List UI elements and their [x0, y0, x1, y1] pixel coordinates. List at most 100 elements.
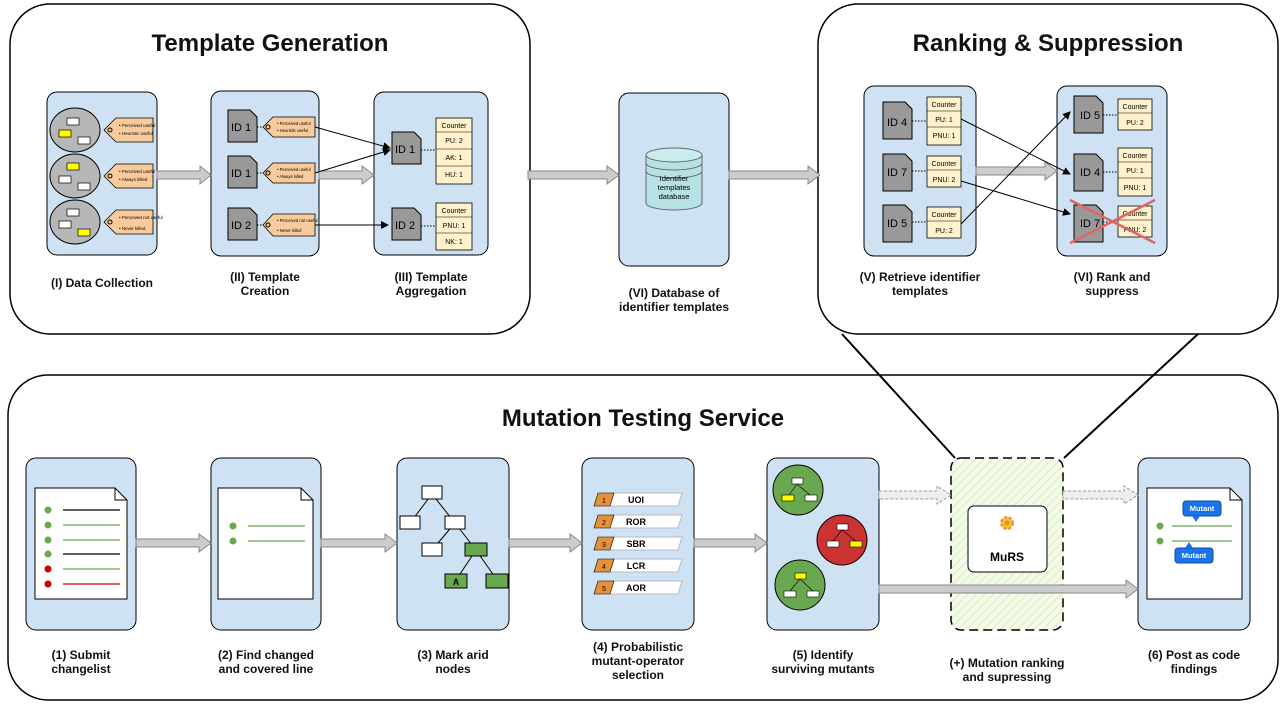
- counter-value: PU: 2: [935, 228, 953, 235]
- step-label-template-creation: (II) Template Creation: [230, 270, 300, 298]
- tag-text: • Perceived useful: [119, 169, 155, 174]
- arrow-2-3: [318, 165, 375, 185]
- id-label: ID 7: [887, 167, 907, 179]
- tag-text: • Always killed: [277, 174, 304, 179]
- counter-value: PNU: 1: [1124, 185, 1147, 192]
- code-findings-document-icon: [1146, 487, 1243, 600]
- zoom-line-right: [1063, 333, 1199, 459]
- section-title-template-generation: Template Generation: [151, 30, 389, 57]
- data-collection-items: [49, 107, 154, 245]
- tag-text: • Perceived not useful: [119, 215, 163, 220]
- arrow-db-ranking: [728, 165, 821, 185]
- id-label: ID 1: [231, 122, 251, 134]
- murs-box: [967, 505, 1048, 573]
- counter-value: HU: 1: [445, 172, 463, 179]
- id-label: ID 2: [231, 220, 251, 232]
- counter-header: Counter: [1123, 104, 1149, 111]
- db-text: database: [659, 192, 690, 201]
- operator-label: LCR: [627, 561, 646, 571]
- db-text: Identifier: [660, 174, 689, 183]
- operator-label: AOR: [626, 583, 647, 593]
- step-label-data-collection: (I) Data Collection: [50, 276, 153, 290]
- tag-text: • Perceived not useful: [277, 218, 318, 223]
- counter-value: PNU: 1: [933, 133, 956, 140]
- template-creation-items: [227, 109, 316, 241]
- mutant-chip-label: Mutant: [1190, 504, 1215, 513]
- step-label-submit: (1) Submit changelist: [51, 648, 111, 676]
- panel-mark: [396, 457, 510, 631]
- id-label: ID 4: [1080, 167, 1100, 179]
- step-label-rank: (VI) Rank and suppress: [1073, 270, 1151, 298]
- id-label: ID 2: [395, 220, 415, 232]
- counter-header: Counter: [1123, 153, 1149, 160]
- tag-text: • Perceived useful: [277, 121, 311, 126]
- counter-value: AK: 1: [445, 155, 462, 162]
- tag-text: • Never killed: [277, 228, 302, 233]
- arrow-3-db: [527, 165, 620, 185]
- operator-label: SBR: [626, 539, 646, 549]
- operator-number: 4: [602, 564, 606, 571]
- arid-tree-icon: [399, 485, 509, 589]
- arrow-1-2: [156, 164, 212, 186]
- id-label: ID 5: [1080, 110, 1100, 122]
- section-title-ranking: Ranking & Suppression: [912, 30, 1184, 57]
- section-title-mutation-testing: Mutation Testing Service: [501, 405, 785, 432]
- changelist-document-icon: [34, 487, 128, 600]
- covered-lines-document-icon: [217, 487, 314, 600]
- arid-node-label: A: [453, 577, 460, 587]
- id-label: ID 1: [395, 144, 415, 156]
- mutant-circles: [772, 464, 868, 611]
- counter-value: PU: 2: [445, 138, 463, 145]
- id-label: ID 4: [887, 117, 907, 129]
- id-label: ID 7: [1080, 218, 1100, 230]
- operator-number: 5: [602, 586, 606, 593]
- tag-text: • Never killed: [119, 226, 146, 231]
- murs-label: MuRS: [990, 550, 1024, 564]
- counter-value: PU: 1: [935, 117, 953, 124]
- tag-text: • Heuristic useful: [119, 131, 153, 136]
- counter-value: PU: 2: [1126, 120, 1144, 127]
- tag-text: • Heuristic useful: [277, 128, 308, 133]
- database-cylinder-icon: [645, 147, 703, 211]
- operator-label: UOI: [628, 495, 644, 505]
- step-label-database: (VI) Database of identifier templates: [618, 286, 730, 314]
- counter-value: PU: 1: [1126, 168, 1144, 175]
- counter-header: Counter: [442, 208, 468, 215]
- counter-header: Counter: [932, 161, 958, 168]
- gear-icon: [1000, 516, 1014, 530]
- step-label-prob: (4) Probabilistic mutant-operator select…: [591, 640, 685, 682]
- step-label-murs: (+) Mutation ranking and supressing: [949, 656, 1065, 684]
- operator-number: 1: [602, 498, 606, 505]
- step-label-find: (2) Find changed and covered line: [218, 648, 314, 676]
- step-label-template-aggregation: (III) Template Aggregation: [394, 270, 468, 298]
- counter-header: Counter: [932, 212, 958, 219]
- operator-ror: 2 ROR: [593, 514, 683, 529]
- counter-value: PNU: 2: [1124, 227, 1147, 234]
- tag-text: • Perceived useful: [119, 123, 155, 128]
- id-label: ID 5: [887, 218, 907, 230]
- operator-label: ROR: [626, 517, 647, 527]
- step-label-post: (6) Post as code findings: [1147, 648, 1241, 676]
- operator-number: 2: [602, 520, 606, 527]
- operator-aor: 5 AOR: [593, 580, 683, 595]
- retrieve-items: [882, 96, 962, 243]
- step-label-identify: (5) Identify surviving mutants: [771, 648, 875, 676]
- operator-uoi: 1 UOI: [593, 492, 683, 507]
- tag-text: • Always killed: [119, 177, 148, 182]
- counter-value: NK: 1: [445, 239, 463, 246]
- arrow-retrieve-rank: [975, 161, 1058, 181]
- counter-value: PNU: 2: [933, 177, 956, 184]
- id-label: ID 1: [231, 168, 251, 180]
- step-label-mark: (3) Mark arid nodes: [417, 648, 489, 676]
- counter-header: Counter: [1123, 211, 1149, 218]
- mutant-chip-label: Mutant: [1182, 551, 1207, 560]
- zoom-line-left: [841, 333, 956, 459]
- suppress-cross-icon: [1069, 198, 1156, 245]
- template-aggregation-items: [391, 117, 473, 251]
- counter-header: Counter: [442, 123, 468, 130]
- counter-value: PNU: 1: [443, 223, 466, 230]
- db-text: templates: [658, 183, 691, 192]
